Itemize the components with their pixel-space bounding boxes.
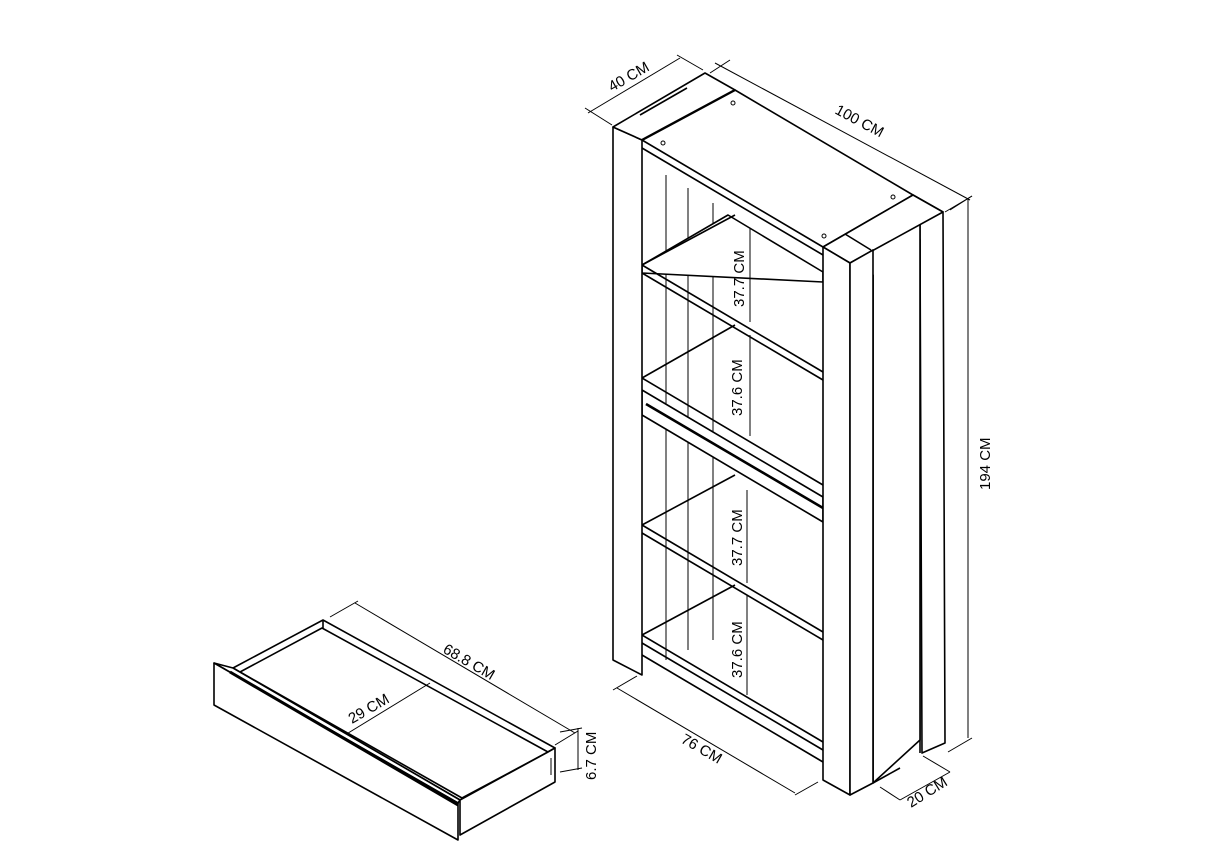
dowel-hole xyxy=(821,233,827,239)
dimension-tick xyxy=(584,107,613,126)
shelf-edge xyxy=(641,214,736,266)
depth-dimension-line xyxy=(587,57,681,114)
top-panel-front-edge xyxy=(641,147,824,256)
right-front-post-side xyxy=(849,249,874,796)
dimension-tick xyxy=(554,730,579,746)
shelves xyxy=(641,214,824,763)
bottom-rail-edge xyxy=(641,654,824,763)
dimension-tick xyxy=(709,59,731,74)
shelf-gap-4: 37.6 CM xyxy=(729,621,746,678)
side-panel-bottom-edge xyxy=(872,767,901,784)
dimension-tick xyxy=(559,727,583,733)
shelf-edge xyxy=(641,524,824,633)
right-post-top-seam xyxy=(844,233,872,251)
post-label: 20 CM xyxy=(904,774,950,812)
drawer-side xyxy=(459,747,556,836)
dimension-tick xyxy=(947,737,973,753)
shelf-edge xyxy=(641,377,824,486)
drawer-drawing xyxy=(213,619,556,841)
bookcase-drawing xyxy=(612,72,946,796)
bookcase-dimension-lines xyxy=(584,54,973,801)
left-front-post xyxy=(612,126,643,676)
depth-label: 40 CM xyxy=(606,59,653,96)
inner-width-label: 76 CM xyxy=(678,731,725,768)
dimension-tick xyxy=(329,600,359,618)
dimension-tick xyxy=(612,675,638,691)
right-front-post xyxy=(822,246,851,796)
shelf-edge xyxy=(641,642,824,751)
inner-width-dimension-line xyxy=(616,687,796,794)
height-label: 194 CM xyxy=(977,437,994,490)
shelf-edge xyxy=(641,264,824,373)
dimension-tick xyxy=(559,767,583,773)
shelf-edge xyxy=(641,324,736,379)
dimension-tick xyxy=(944,195,973,213)
drawer-height-label: 6.7 CM xyxy=(583,732,600,780)
dimension-tick xyxy=(879,786,901,801)
drawer-handle-groove xyxy=(645,402,824,510)
drawer-length-label: 68.8 CM xyxy=(440,641,498,684)
width-dimension-line xyxy=(714,62,971,201)
dowel-hole xyxy=(890,194,896,200)
post-dimension-line xyxy=(899,771,951,801)
shelf-edge xyxy=(641,474,736,526)
dimension-tick xyxy=(676,54,704,71)
drawer-depth-dimension-line xyxy=(339,682,431,739)
shelf-gap-3: 37.7 CM xyxy=(729,509,746,566)
drawer-handle-groove xyxy=(229,670,459,807)
left-post-top-seam xyxy=(639,87,688,116)
dimension-tick xyxy=(794,781,819,796)
drawer-length-dimension-line xyxy=(354,602,576,734)
shelf-edge xyxy=(641,584,736,636)
drawer-dimension-lines xyxy=(329,600,583,773)
left-post-top-edge xyxy=(641,88,736,142)
width-label: 100 CM xyxy=(832,102,886,142)
shelf-gap-1: 37.7 CM xyxy=(731,250,748,307)
shelf-edge xyxy=(641,634,824,743)
dowel-hole xyxy=(730,100,736,106)
shelf-gap-2: 37.6 CM xyxy=(729,359,746,416)
dowel-hole xyxy=(660,140,666,146)
dimension-tick xyxy=(922,755,951,773)
